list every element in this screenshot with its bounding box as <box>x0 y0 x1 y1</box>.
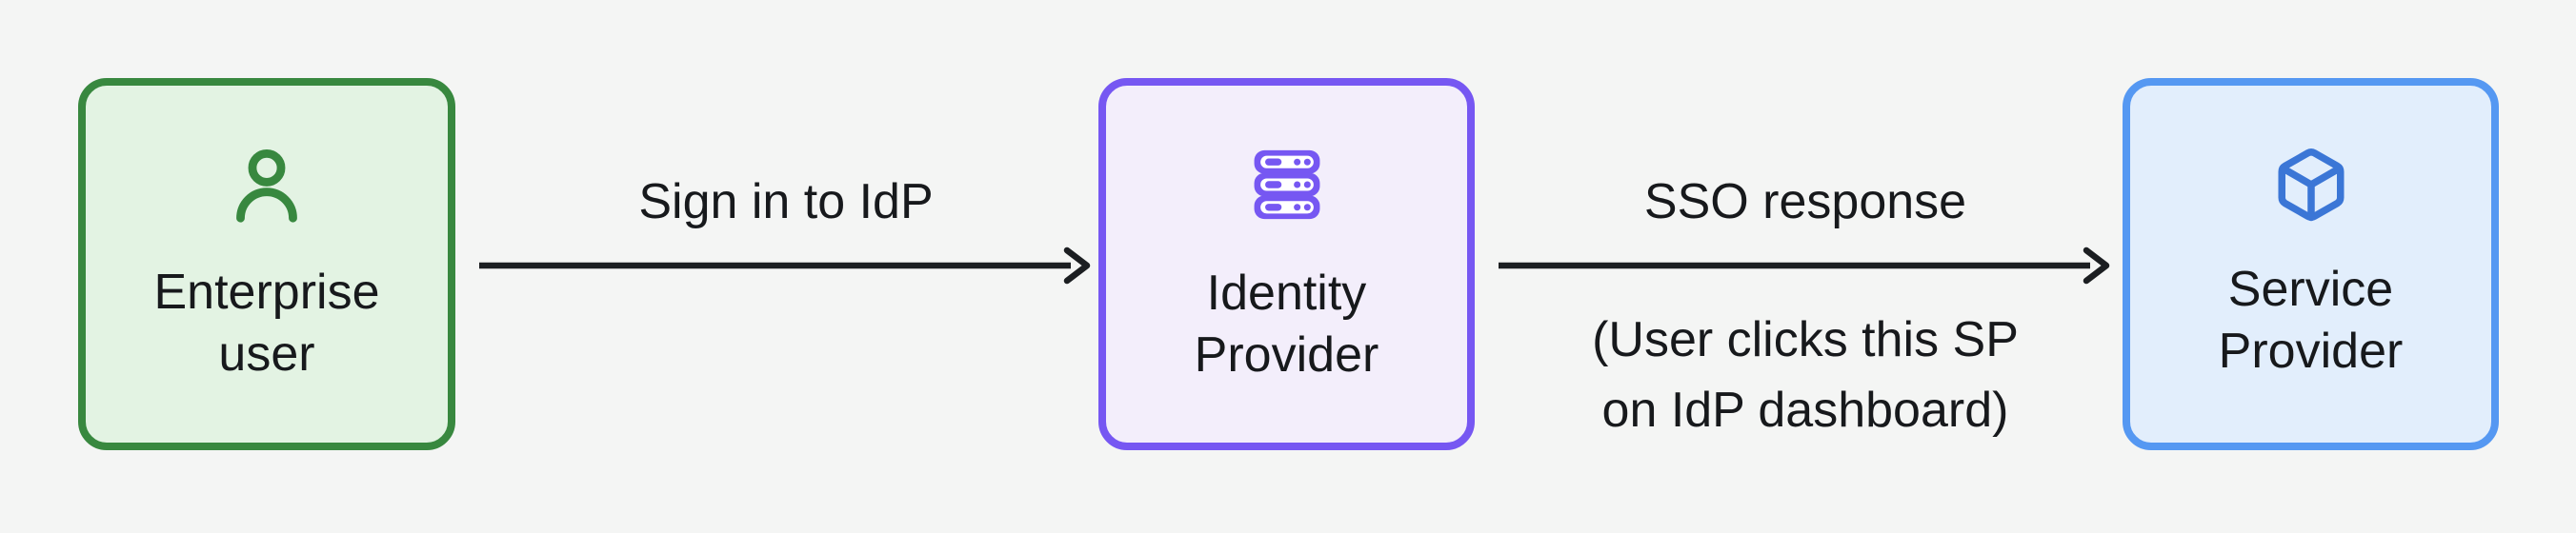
node-label-line: user <box>218 326 315 382</box>
node-label-line: Enterprise <box>153 265 380 320</box>
edge-label-sso-response: SSO response <box>1643 174 1967 229</box>
node-label-line: Identity <box>1206 266 1367 321</box>
edge-note-line: (User clicks this SP <box>1592 312 2019 367</box>
cube-icon <box>2272 146 2350 228</box>
edge-note-sp-dashboard: (User clicks this SP on IdP dashboard) <box>1467 305 2143 445</box>
arrow-sign-in-to-idp <box>479 247 1091 285</box>
edge-note-line: on IdP dashboard) <box>1601 383 2009 438</box>
server-stack-icon <box>1248 142 1326 232</box>
edge-label-sign-in: Sign in to IdP <box>638 174 934 229</box>
arrow-sso-response <box>1499 247 2110 285</box>
node-label-line: Provider <box>2218 324 2404 379</box>
node-label-line: Service <box>2227 262 2394 317</box>
node-service-provider: Service Provider <box>2123 78 2499 450</box>
node-enterprise-user: Enterprise user <box>78 78 455 450</box>
node-label-line: Provider <box>1194 327 1379 383</box>
user-icon <box>225 143 309 231</box>
node-identity-provider: Identity Provider <box>1098 78 1475 450</box>
